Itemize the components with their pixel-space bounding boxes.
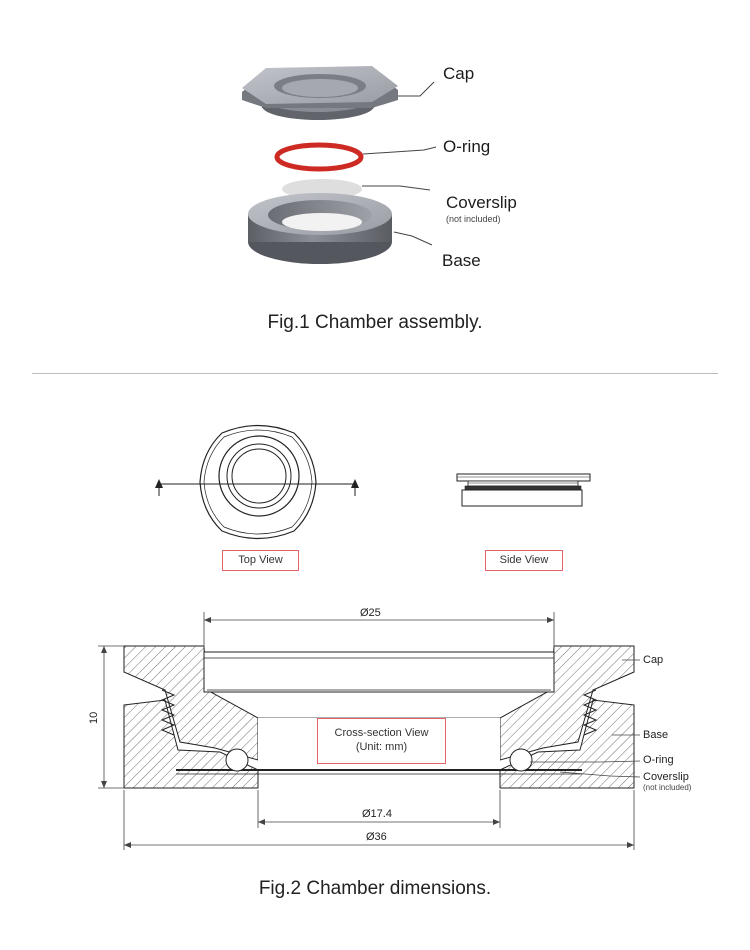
fig2-cap-label: Cap [643, 654, 664, 666]
fig2-leader-lines [530, 659, 641, 778]
section-divider [32, 373, 718, 374]
side-view-label: Side View [485, 550, 563, 571]
dim-height: 10 [88, 711, 100, 724]
base-part [248, 193, 392, 264]
fig2-caption: Fig.2 Chamber dimensions. [258, 878, 492, 899]
side-view-drawing [456, 473, 591, 507]
oring-part [274, 142, 364, 172]
top-view-drawing [155, 424, 359, 540]
fig2-oring-label: O-ring [643, 754, 674, 766]
top-view-label: Top View [222, 550, 299, 571]
fig1-leader-lines [362, 81, 437, 246]
cross-section-title: Cross-section View [334, 727, 429, 739]
fig1-base-label: Base [442, 251, 481, 270]
fig2-coverslip-note: (not included) [643, 783, 692, 792]
fig1-caption: Fig.1 Chamber assembly. [267, 312, 483, 333]
fig1-cap-label: Cap [443, 64, 475, 83]
fig2-base-label: Base [643, 729, 669, 741]
dim-outer-diameter: Ø36 [366, 831, 387, 843]
cross-section-unit: (Unit: mm) [355, 741, 408, 753]
fig1-coverslip-note: (not included) [446, 214, 501, 224]
fig2-coverslip-label: Coverslip [643, 771, 689, 783]
dim-top-diameter: Ø25 [360, 607, 381, 619]
dimension-arrows [101, 617, 634, 848]
fig1-oring-label: O-ring [443, 137, 491, 156]
dim-inner-diameter: Ø17.4 [362, 808, 392, 820]
cross-section-label: Cross-section View (Unit: mm) [317, 718, 446, 764]
cap-part [242, 66, 398, 120]
cross-section-drawing [123, 645, 635, 789]
dimension-lines [98, 612, 635, 850]
fig1-coverslip-label: Coverslip [446, 193, 517, 212]
